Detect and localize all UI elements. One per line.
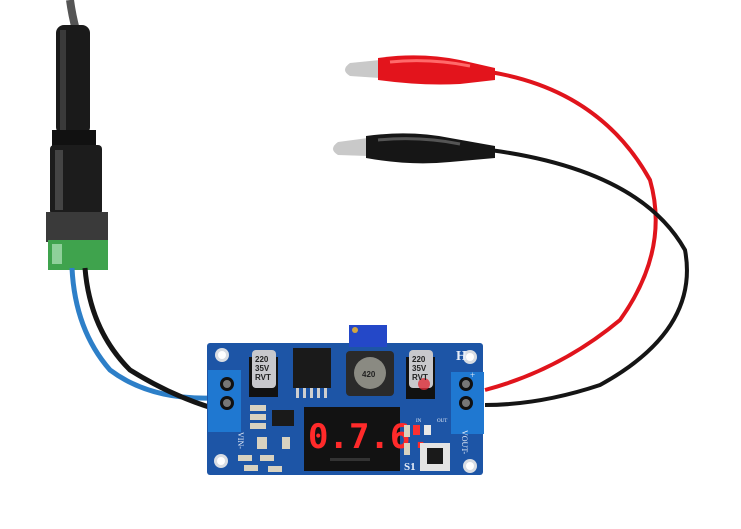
inductor: 420: [346, 351, 394, 396]
svg-text:IN: IN: [416, 419, 422, 424]
regulator-ic: [293, 348, 331, 388]
svg-text:220: 220: [255, 355, 269, 364]
black-alligator-clip: [333, 133, 495, 164]
input-terminal-block: [208, 370, 241, 432]
svg-text:+: +: [470, 370, 475, 380]
input-black-wire: [82, 267, 213, 411]
svg-text:VOUT-: VOUT-: [460, 430, 469, 454]
svg-text:VIN-: VIN-: [236, 432, 245, 449]
output-terminal-block: [451, 372, 484, 434]
capacitor-left: 220 35V RVT: [249, 350, 278, 397]
led-voltmeter-display: 0.7.6.: [304, 407, 431, 471]
buck-converter-board: 420 220 35V RVT 220 35V RVT 0.7.6.: [207, 325, 484, 475]
red-alligator-clip: [345, 55, 495, 85]
svg-text:0.7.6.: 0.7.6.: [308, 417, 431, 457]
svg-text:H: H: [456, 349, 467, 364]
svg-text:RVT: RVT: [412, 373, 428, 382]
potentiometer: [349, 325, 387, 347]
svg-text:420: 420: [362, 370, 376, 379]
svg-text:RVT: RVT: [255, 373, 271, 382]
red-wire: [484, 70, 658, 392]
capacitor-right: 220 35V RVT: [406, 350, 435, 399]
svg-text:220: 220: [412, 355, 426, 364]
svg-text:S1: S1: [404, 461, 416, 473]
svg-text:35V: 35V: [255, 364, 270, 373]
svg-text:OUT: OUT: [437, 419, 447, 424]
black-wire: [484, 148, 689, 407]
dc-barrel-jack: [46, 25, 108, 270]
svg-text:35V: 35V: [412, 364, 427, 373]
s1-push-button[interactable]: [420, 443, 450, 471]
